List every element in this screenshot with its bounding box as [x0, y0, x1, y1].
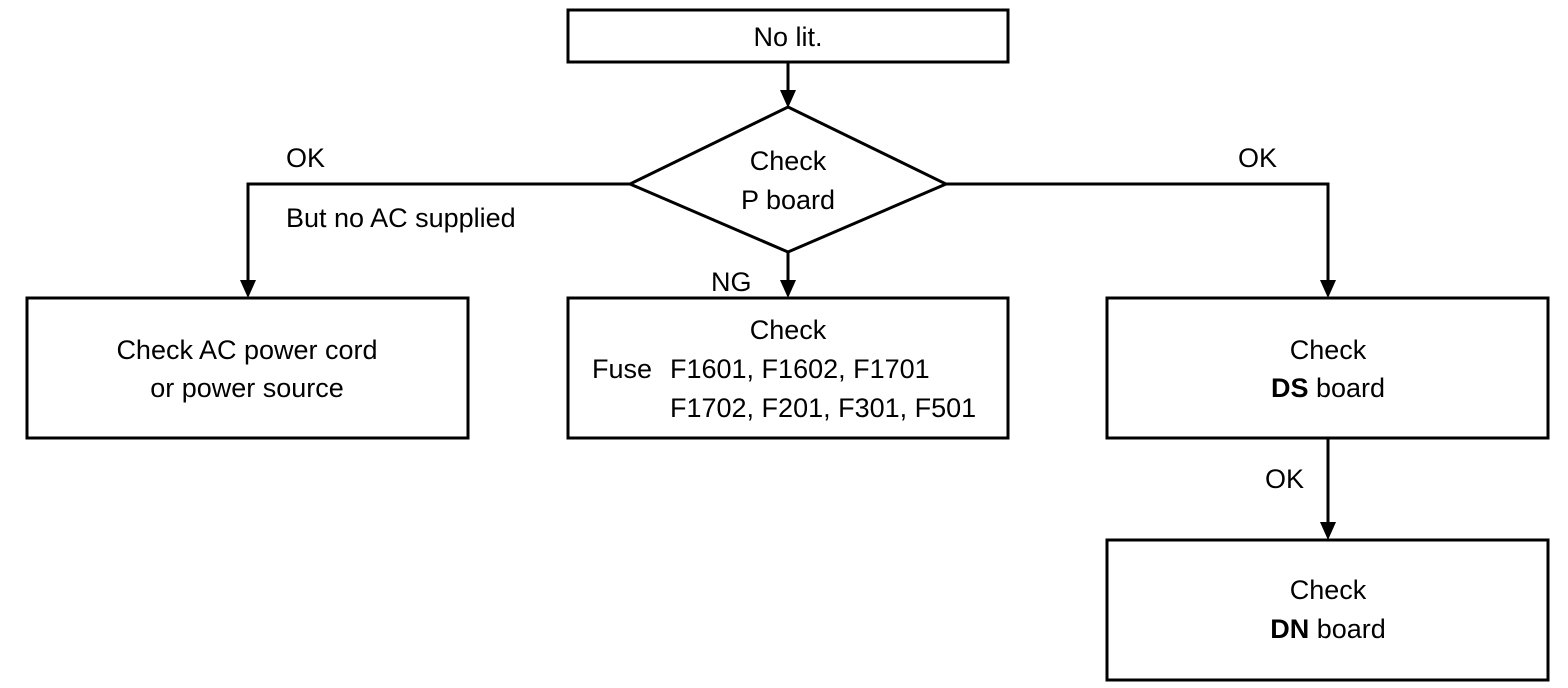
ds-check-line1: Check — [1290, 335, 1367, 365]
right-ok-label: OK — [1238, 143, 1277, 173]
ds-check-bold: DS — [1271, 373, 1309, 403]
decision-diamond — [626, 105, 950, 254]
left-note-label: But no AC supplied — [286, 203, 516, 233]
middle-ng-label: NG — [711, 267, 752, 297]
start-box — [566, 8, 1010, 64]
fuse-check-box — [566, 296, 1010, 440]
dn-check-bold: DN — [1270, 614, 1309, 644]
connector-decision-to-ds-check — [946, 182, 1330, 282]
arrowhead-to-fuse-check — [780, 280, 796, 298]
decision-label-line1: Check — [750, 146, 827, 176]
start-label: No lit. — [753, 22, 822, 52]
arrowhead-start-to-decision — [780, 90, 796, 108]
fuse-check-title: Check — [750, 315, 827, 345]
ac-check-line2: or power source — [150, 373, 344, 403]
ds-to-dn-ok-label: OK — [1265, 464, 1304, 494]
dn-check-line2: DN board — [1270, 614, 1386, 644]
left-ok-label: OK — [286, 143, 325, 173]
fuse-check-fuse-line2: F1702, F201, F301, F501 — [670, 393, 976, 423]
arrowhead-to-dn-check — [1320, 522, 1336, 540]
ds-check-line2: DS board — [1271, 373, 1385, 403]
ac-check-line1: Check AC power cord — [116, 335, 377, 365]
arrowhead-to-ds-check — [1320, 280, 1336, 298]
arrowhead-to-ac-check — [240, 280, 256, 298]
ac-check-box — [25, 296, 470, 440]
dn-check-line1: Check — [1290, 575, 1367, 605]
connector-decision-to-ac-check — [246, 182, 630, 282]
dn-check-rest: board — [1309, 614, 1386, 644]
ds-check-rest: board — [1308, 373, 1385, 403]
decision-label-line2: P board — [741, 185, 835, 215]
fuse-check-fuse-line1: F1601, F1602, F1701 — [670, 354, 930, 384]
dn-check-box — [1105, 538, 1550, 682]
ds-check-box — [1105, 296, 1550, 440]
fuse-check-fuse-label: Fuse — [592, 354, 652, 384]
